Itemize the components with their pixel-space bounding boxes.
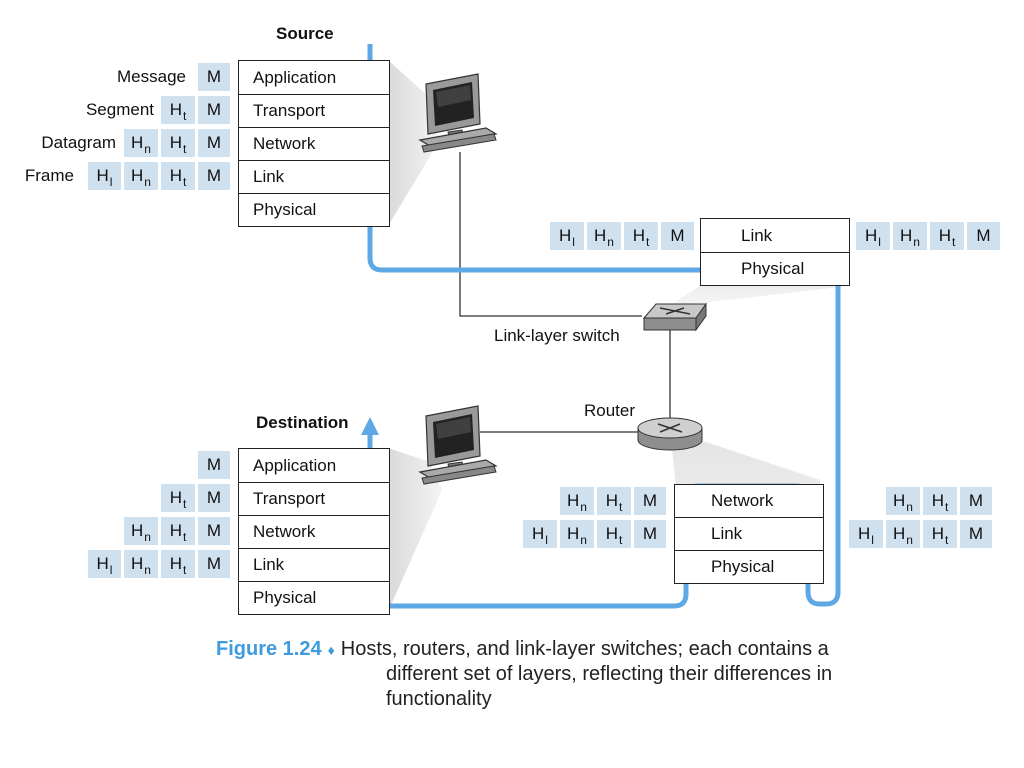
router-label: Router: [584, 401, 636, 420]
flow-arrowhead: [361, 417, 379, 435]
switch-label: Link-layer switch: [494, 326, 620, 345]
figure-number: Figure 1.24: [216, 638, 322, 660]
source-title: Source: [276, 24, 334, 43]
caption-line-1: Hosts, routers, and link-layer switches;…: [340, 638, 829, 660]
router-layer-stack: Network Link Physical: [674, 484, 824, 584]
caption-line-2: different set of layers, reflecting thei…: [386, 663, 833, 685]
source-computer-icon: [418, 73, 498, 153]
pdu-label-message: Message: [117, 67, 186, 86]
destination-layer-stack: Application Transport Network Link Physi…: [238, 448, 390, 615]
pdu-label-frame: Frame: [24, 166, 74, 185]
layer-physical: Physical: [239, 193, 389, 226]
source-layer-stack: Application Transport Network Link Physi…: [238, 60, 390, 227]
dest-host-beam: [388, 448, 442, 612]
header-m: M: [634, 487, 666, 515]
layer-network: Network: [239, 127, 389, 160]
figure-caption: Figure 1.24 ♦ Hosts, routers, and link-lay…: [216, 637, 829, 663]
header-m: M: [198, 484, 230, 512]
destination-title: Destination: [256, 413, 349, 432]
layer-link: Link: [675, 517, 823, 550]
layer-transport: Transport: [239, 482, 389, 515]
layer-application: Application: [253, 455, 337, 475]
header-m: M: [198, 550, 230, 578]
layer-network: Network: [239, 515, 389, 548]
link-source-switch: [459, 152, 642, 317]
header-m: M: [198, 63, 230, 91]
header-m: M: [960, 520, 992, 548]
header-m: M: [198, 451, 230, 479]
pdu-label-segment: Segment: [85, 100, 154, 119]
switch-layer-stack: Link Physical: [700, 218, 850, 286]
caption-line-3: functionality: [386, 688, 492, 710]
layer-physical: Physical: [701, 252, 849, 285]
layer-link: Link: [239, 160, 389, 193]
header-m: M: [198, 162, 230, 190]
layer-physical: Physical: [675, 550, 823, 583]
caption-bullet: ♦: [327, 642, 335, 658]
header-m: M: [198, 129, 230, 157]
layer-application: Application: [253, 67, 337, 87]
layer-link: Link: [741, 225, 773, 245]
header-m: M: [960, 487, 992, 515]
header-m: M: [967, 222, 1000, 250]
header-m: M: [198, 96, 230, 124]
layer-physical: Physical: [239, 581, 389, 614]
header-m: M: [634, 520, 666, 548]
router-device-icon: [637, 417, 703, 451]
destination-computer-icon: [418, 405, 498, 485]
switch-device-icon: [642, 302, 707, 332]
layer-transport: Transport: [239, 94, 389, 127]
pdu-label-datagram: Datagram: [41, 133, 116, 152]
layer-network: Network: [711, 491, 774, 510]
header-m: M: [198, 517, 230, 545]
layer-link: Link: [239, 548, 389, 581]
header-m: M: [661, 222, 694, 250]
